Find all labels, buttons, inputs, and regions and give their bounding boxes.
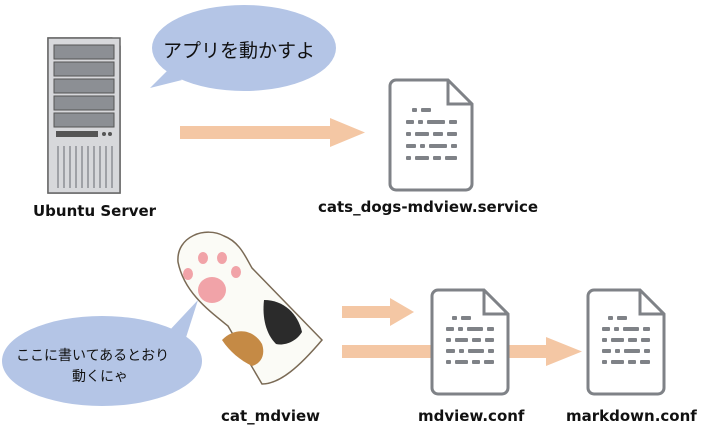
server-bubble-text: アプリを動かすよ (163, 40, 316, 62)
cat-bubble-text-line2: 動くにゃ (72, 369, 128, 385)
cat-label: cat_mdview (221, 407, 321, 425)
mdview-conf-label: mdview.conf (418, 407, 525, 425)
markdown-conf-label: markdown.conf (566, 407, 697, 425)
server-label: Ubuntu Server (33, 202, 157, 220)
cat-bubble-text-line1: ここに書いてあるとおり (16, 348, 170, 364)
service-file-label: cats_dogs-mdview.service (318, 198, 539, 216)
